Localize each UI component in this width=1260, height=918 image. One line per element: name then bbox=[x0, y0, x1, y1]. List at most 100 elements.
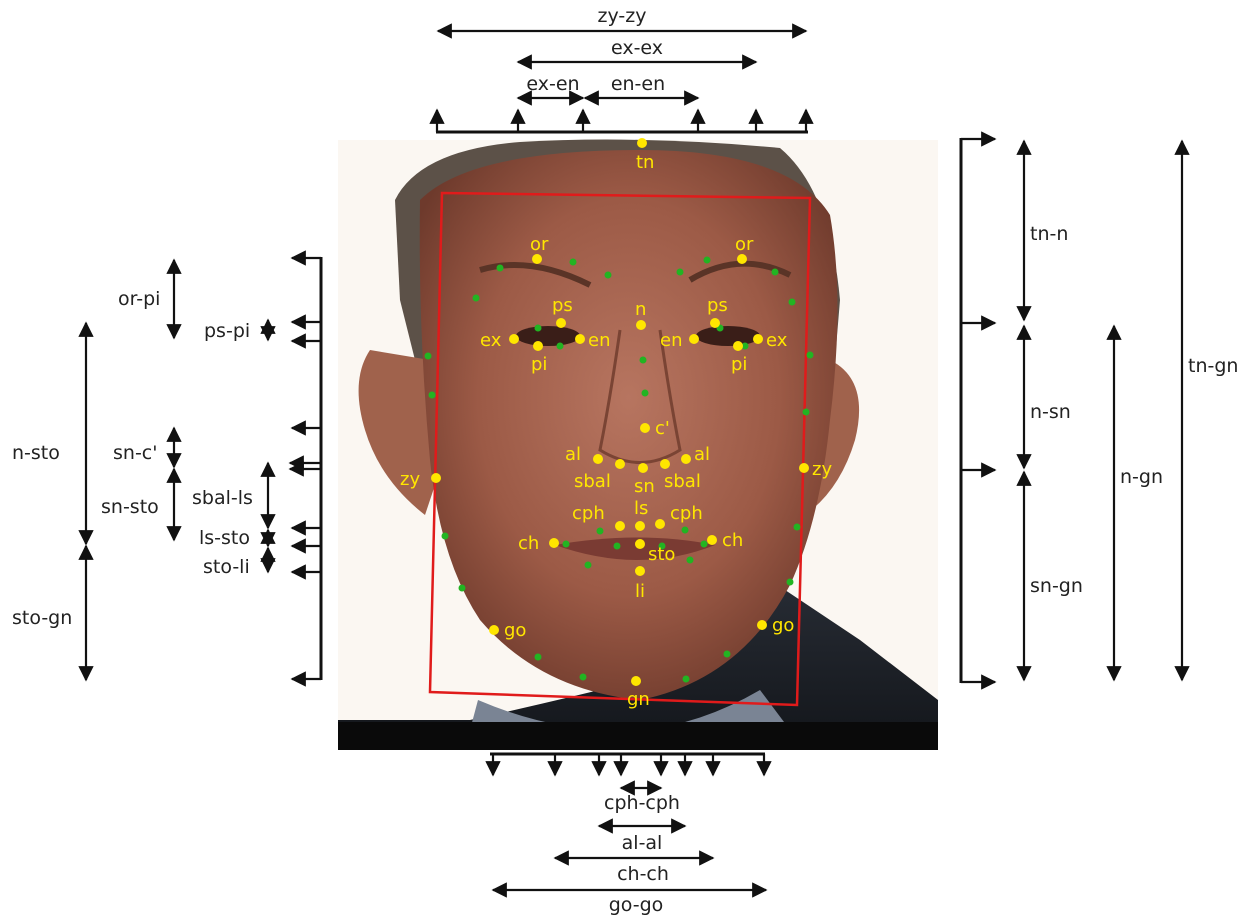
landmark-label: cph bbox=[572, 503, 605, 524]
landmark-dot-ex-right bbox=[753, 334, 763, 344]
landmark-dot-go-left bbox=[489, 625, 499, 635]
measure-label-sto-li: sto-li bbox=[203, 556, 250, 578]
landmark-dot-al-right bbox=[681, 454, 691, 464]
landmark-label: go bbox=[772, 615, 794, 636]
contour-point bbox=[458, 584, 466, 592]
landmark-dot-pi-right bbox=[733, 341, 743, 351]
landmark-label: ex bbox=[480, 330, 502, 351]
measure-label-n-gn: n-gn bbox=[1120, 466, 1163, 488]
contour-point bbox=[441, 532, 449, 540]
landmark-dot-cph-left bbox=[615, 521, 625, 531]
landmark-label: sbal bbox=[574, 471, 611, 492]
landmark-dot-ls bbox=[635, 521, 645, 531]
contour-point bbox=[613, 542, 621, 550]
landmark-dot-li bbox=[635, 566, 645, 576]
contour-point bbox=[793, 523, 801, 531]
landmark-label: sn bbox=[634, 476, 655, 497]
measure-label-al-al: al-al bbox=[622, 832, 663, 854]
contour-point bbox=[562, 540, 570, 548]
face-photo bbox=[338, 139, 938, 750]
measure-label-ex-en: ex-en bbox=[526, 73, 579, 95]
contour-point bbox=[806, 351, 814, 359]
contour-point bbox=[700, 540, 708, 548]
measure-label-sn-c-prime: sn-c' bbox=[113, 442, 157, 464]
left-eye bbox=[516, 326, 580, 346]
contour-point bbox=[604, 271, 612, 279]
landmark-label: al bbox=[565, 444, 581, 465]
landmark-dot-n bbox=[636, 320, 646, 330]
landmark-dot-or-left bbox=[532, 254, 542, 264]
landmark-dot-sbal-right bbox=[660, 459, 670, 469]
contour-point bbox=[639, 356, 647, 364]
landmark-dot-tn bbox=[637, 138, 647, 148]
contour-point bbox=[723, 650, 731, 658]
landmark-label: li bbox=[635, 581, 645, 602]
landmark-label: ch bbox=[518, 533, 539, 554]
contour-point bbox=[579, 673, 587, 681]
measure-label-en-en: en-en bbox=[611, 73, 665, 95]
top-measurements: zy-zy ex-ex ex-en en-en bbox=[429, 5, 814, 134]
landmark-dot-sn bbox=[638, 463, 648, 473]
landmark-label: sbal bbox=[664, 471, 701, 492]
landmark-label: zy bbox=[400, 469, 420, 490]
contour-point bbox=[681, 526, 689, 534]
right-eye bbox=[696, 326, 760, 346]
contour-point bbox=[686, 556, 694, 564]
photo-bottom-band bbox=[338, 722, 938, 750]
landmark-label: sto bbox=[648, 544, 675, 565]
landmark-label: ps bbox=[552, 295, 573, 316]
landmark-label: ls bbox=[634, 498, 648, 519]
landmark-label: go bbox=[504, 620, 526, 641]
contour-point bbox=[658, 542, 666, 550]
right-measurements: tn-n n-sn sn-gn n-gn tn-gn bbox=[959, 131, 1238, 690]
landmark-dot-ps-right bbox=[710, 318, 720, 328]
measure-label-n-sn: n-sn bbox=[1030, 401, 1071, 423]
mouth bbox=[555, 537, 715, 560]
landmark-label: pi bbox=[731, 354, 747, 375]
contour-point bbox=[556, 342, 564, 350]
contour-point bbox=[472, 294, 480, 302]
landmark-label: cph bbox=[670, 503, 703, 524]
contour-point bbox=[786, 578, 794, 586]
landmark-label: gn bbox=[627, 689, 650, 710]
contour-point bbox=[703, 256, 711, 264]
landmark-dot-ch-left bbox=[549, 538, 559, 548]
landmark-label: c' bbox=[655, 418, 670, 439]
landmark-dot-zy-left bbox=[431, 473, 441, 483]
right-eyebrow bbox=[688, 260, 792, 283]
landmark-dot-c-prime bbox=[640, 423, 650, 433]
left-ear bbox=[358, 350, 440, 515]
landmark-label: n bbox=[635, 299, 646, 320]
contour-point bbox=[534, 653, 542, 661]
landmark-dot-al-left bbox=[593, 454, 603, 464]
measure-label-ex-ex: ex-ex bbox=[611, 37, 663, 59]
contour-point bbox=[676, 268, 684, 276]
landmark-dot-sto bbox=[635, 539, 645, 549]
landmark-label: al bbox=[694, 444, 710, 465]
contour-point bbox=[741, 342, 749, 350]
landmark-label: or bbox=[530, 234, 549, 255]
measure-label-cph-cph: cph-cph bbox=[604, 792, 680, 814]
landmark-dot-go-right bbox=[757, 620, 767, 630]
landmark-label: en bbox=[588, 330, 610, 351]
landmark-dot-en-left bbox=[575, 334, 585, 344]
contour-point bbox=[596, 527, 604, 535]
face-skin bbox=[419, 150, 838, 700]
landmark-label: or bbox=[735, 234, 754, 255]
contour-point bbox=[428, 391, 436, 399]
landmark-label: zy bbox=[812, 459, 832, 480]
contour-point bbox=[569, 258, 577, 266]
landmark-label: en bbox=[660, 330, 682, 351]
contour-points bbox=[424, 256, 814, 683]
contour-point bbox=[496, 264, 504, 272]
landmark-label: tn bbox=[636, 152, 654, 173]
contour-point bbox=[802, 408, 810, 416]
landmarks: tn or or ps ps n ex en en ex pi pi c' al… bbox=[400, 138, 832, 710]
landmark-dot-en-right bbox=[689, 334, 699, 344]
measure-label-ch-ch: ch-ch bbox=[617, 863, 669, 885]
left-measurements: or-pi ps-pi n-sto sn-c' sn-sto sbal-ls l… bbox=[12, 250, 323, 687]
landmark-dot-zy-right bbox=[799, 463, 809, 473]
measure-label-or-pi: or-pi bbox=[118, 288, 160, 310]
